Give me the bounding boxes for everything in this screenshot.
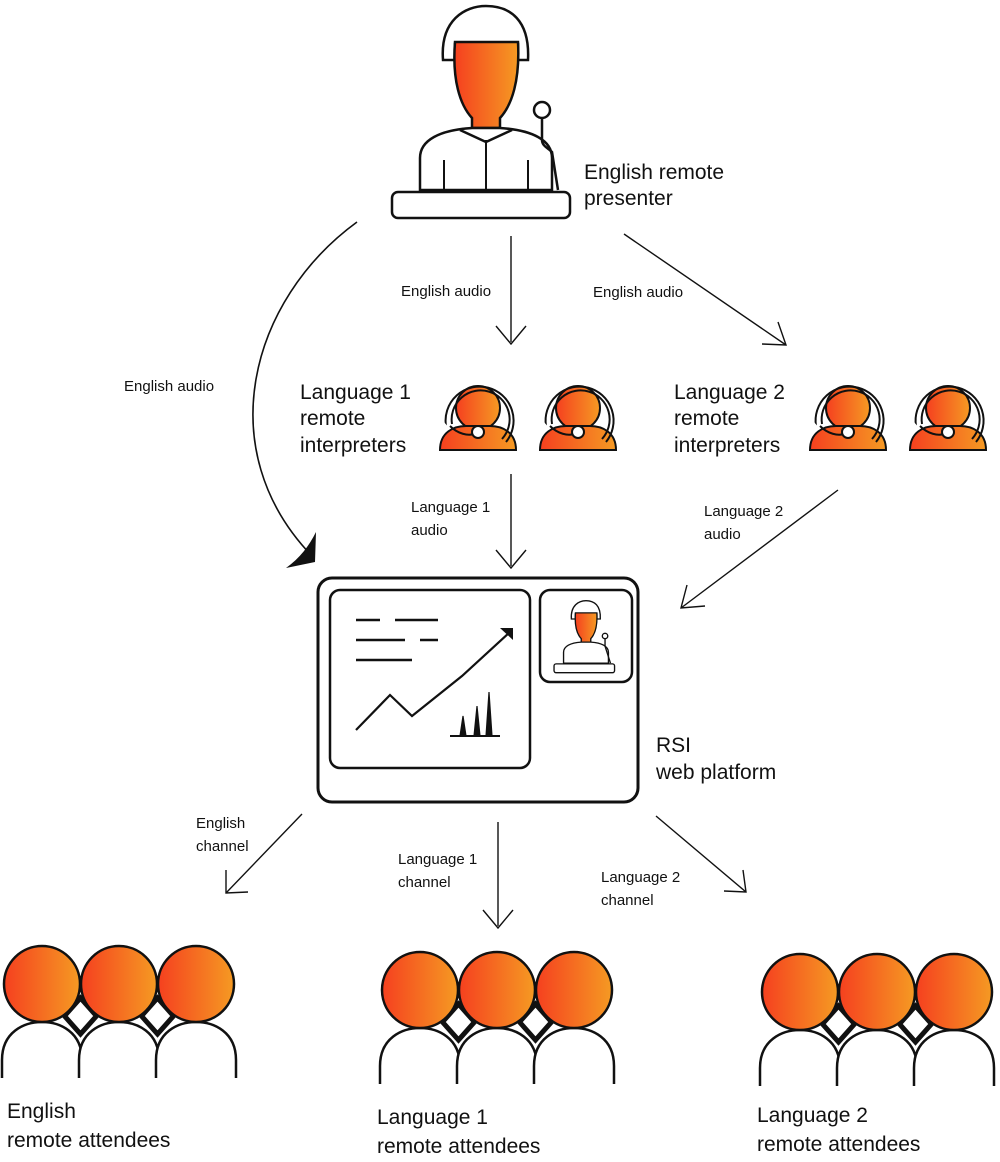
attendee-shoulders	[912, 1028, 996, 1086]
audio-label-lang1: Language 1 audio	[411, 497, 490, 542]
interpreters-2-line1: Language 2	[674, 381, 785, 404]
attendees-english-line2: remote attendees	[7, 1129, 171, 1153]
attendees-lang1-line1: Language 1	[377, 1106, 488, 1129]
rsi-platform-screen	[316, 576, 640, 804]
attendees-label-english: English remote attendees	[7, 1097, 170, 1156]
audio-label-lang2: Language 2 audio	[704, 501, 783, 546]
interpreters-label-2: Language 2 remote interpreters	[674, 380, 785, 459]
arrow-presenter-to-platform	[252, 221, 358, 568]
attendee-head-icon	[156, 944, 236, 1024]
interpreter-icon	[807, 373, 887, 451]
interpreter-icon	[907, 373, 987, 451]
audio-label-left: English audio	[124, 378, 215, 395]
attendee-shoulders	[154, 1020, 238, 1078]
arrow-lang1-to-platform	[495, 474, 527, 570]
attendee-group	[0, 944, 238, 1078]
interpreter-icon	[437, 373, 517, 451]
audio-label-center: English audio	[401, 283, 492, 300]
presenter-label-line2: presenter	[584, 187, 673, 211]
attendee-head-icon	[457, 950, 537, 1030]
channel-lang2-line1: Language 2	[601, 869, 681, 886]
attendees-english-line1: English	[7, 1100, 76, 1123]
attendee-shoulders	[758, 1028, 842, 1086]
attendee-head-icon	[534, 950, 614, 1030]
attendee-head-icon	[2, 944, 82, 1024]
audio-lang2-line1: Language 2	[704, 503, 784, 520]
attendee-shoulders	[835, 1028, 919, 1086]
interpreters-label-1: Language 1 remote interpreters	[300, 380, 411, 459]
presenter-label-line1: English remote	[584, 161, 725, 184]
channel-lang1-line1: Language 1	[398, 851, 478, 868]
attendee-shoulders	[455, 1026, 539, 1084]
arrow-platform-to-lang1	[482, 822, 514, 930]
arrow-lang2-to-platform	[680, 489, 839, 609]
attendees-lang1-line2: remote attendees	[377, 1135, 541, 1159]
arrow-presenter-to-lang1	[495, 236, 527, 346]
arrow-platform-to-lang2	[655, 815, 747, 893]
channel-label-english: English channel	[196, 813, 249, 858]
interpreters-2-line3: interpreters	[674, 433, 781, 457]
channel-lang1-line2: channel	[398, 873, 451, 891]
channel-label-lang2: Language 2 channel	[601, 867, 680, 912]
attendee-group	[758, 952, 996, 1086]
platform-label-line1: RSI	[656, 734, 692, 757]
attendee-head-icon	[914, 952, 994, 1032]
platform-label-line2: web platform	[656, 761, 777, 785]
platform-label: RSI web platform	[656, 732, 776, 787]
channel-lang2-line2: channel	[601, 891, 654, 909]
attendee-shoulders	[532, 1026, 616, 1084]
attendees-label-lang1: Language 1 remote attendees	[377, 1103, 540, 1162]
audio-lang2-line2: audio	[704, 525, 741, 543]
attendee-head-icon	[837, 952, 917, 1032]
audio-lang1-line2: audio	[411, 521, 448, 539]
attendee-shoulders	[77, 1020, 161, 1078]
attendee-head-icon	[380, 950, 460, 1030]
channel-english-line2: channel	[196, 837, 249, 855]
audio-label-right: English audio	[593, 284, 684, 301]
attendees-label-lang2: Language 2 remote attendees	[757, 1101, 920, 1160]
interpreter-icon	[537, 373, 617, 451]
attendees-lang2-line1: Language 2	[757, 1104, 868, 1127]
channel-english-line1: English	[196, 815, 246, 832]
audio-lang1-line1: Language 1	[411, 499, 491, 516]
attendee-head-icon	[79, 944, 159, 1024]
attendee-head-icon	[760, 952, 840, 1032]
attendee-shoulders	[0, 1020, 84, 1078]
attendees-lang2-line2: remote attendees	[757, 1133, 921, 1157]
attendee-shoulders	[378, 1026, 462, 1084]
interpreters-1-line2: remote	[300, 407, 366, 431]
interpreters-1-line1: Language 1	[300, 381, 411, 404]
interpreters-1-line3: interpreters	[300, 433, 407, 457]
attendee-group	[378, 950, 616, 1084]
presenter-label: English remote presenter	[584, 160, 724, 213]
arrow-platform-to-english	[225, 813, 303, 894]
interpreters-2-line2: remote	[674, 407, 740, 431]
presenter-icon	[390, 4, 572, 220]
channel-label-lang1: Language 1 channel	[398, 849, 477, 894]
arrow-presenter-to-lang2	[623, 233, 787, 346]
